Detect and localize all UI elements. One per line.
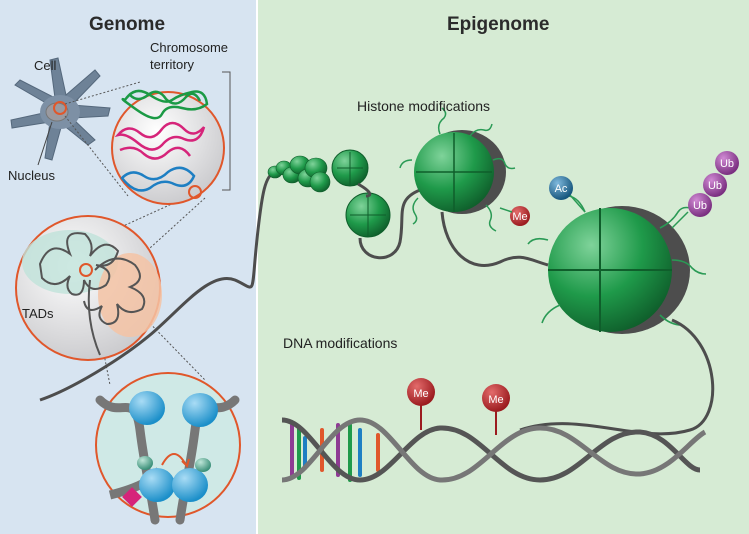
ubiquitin-badge-1 [715,151,739,175]
dna-modifications-label: DNA modifications [283,335,397,351]
methyl-badge-dna-1 [407,378,435,406]
acetyl-badge [549,176,573,200]
methyl-badge-histone [510,206,530,226]
nucleosome-cluster-small [267,149,391,238]
nucleosome-medium [399,107,516,232]
methyl-badge-dna-2-text: Me [488,394,503,406]
methyl-badge-dna-2 [482,384,510,412]
ubiquitin-badge-2 [703,173,727,197]
loop-detail-sphere [95,372,241,525]
chromosome-territory-sphere [111,89,225,205]
methyl-badge-histone-text: Me [512,211,527,223]
cell-label: Cell [34,58,57,73]
ubiquitin-badge-1-text: Ub [720,158,734,170]
ubiquitin-badge-3 [688,193,712,217]
tads-sphere [15,215,162,361]
chromatin-fiber [39,170,276,402]
epigenome-title: Epigenome [447,14,549,35]
methyl-badge-dna-1-text: Me [413,388,428,400]
tads-label: TADs [22,306,54,321]
chromosome-territory-label-1: Chromosome [150,40,228,55]
nucleosome-large [527,195,707,334]
nucleus-label: Nucleus [8,168,55,183]
ubiquitin-badge-3-text: Ub [693,200,707,212]
cell-icon [10,57,111,161]
genome-title: Genome [89,14,165,35]
acetyl-badge-text: Ac [555,183,568,195]
histone-modifications-label: Histone modifications [357,98,490,114]
ubiquitin-badge-2-text: Ub [708,180,722,192]
dna-double-helix [281,417,707,483]
chromosome-territory-label-2: territory [150,57,195,72]
